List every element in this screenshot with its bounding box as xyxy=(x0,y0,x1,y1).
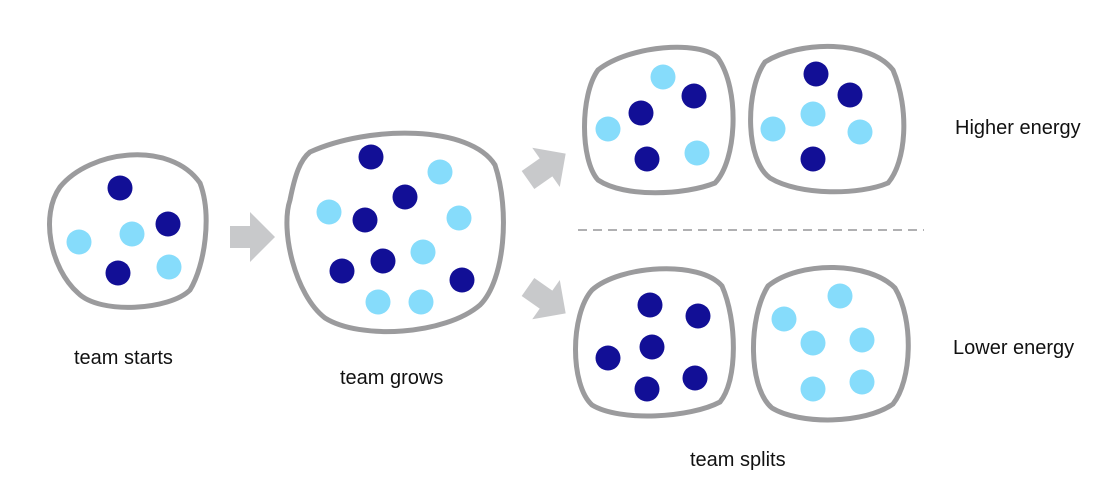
dark-member-dot xyxy=(595,345,621,371)
light-member-dot xyxy=(427,159,453,185)
light-member-dot xyxy=(847,119,873,145)
dark-member-dot xyxy=(392,184,418,210)
dark-member-dot xyxy=(634,146,660,172)
light-member-dot xyxy=(849,369,875,395)
light-member-dot xyxy=(827,283,853,309)
arrows xyxy=(230,147,566,320)
team-outline-starting-team xyxy=(47,152,209,310)
light-member-dot xyxy=(365,289,391,315)
light-member-dot xyxy=(760,116,786,142)
team-outline-split-high-right xyxy=(748,43,907,195)
light-member-dot xyxy=(446,205,472,231)
dark-member-dot xyxy=(449,267,475,293)
dark-member-dot xyxy=(105,260,131,286)
team-outline-split-low-right xyxy=(751,265,911,423)
lower-energy-label: Lower energy xyxy=(953,337,1075,359)
light-member-dot xyxy=(771,306,797,332)
light-member-dot xyxy=(410,239,436,265)
team-outlines xyxy=(47,43,911,423)
light-member-dot xyxy=(849,327,875,353)
dark-member-dot xyxy=(634,376,660,402)
team-outline-split-high-left xyxy=(582,44,736,196)
dark-member-dot xyxy=(370,248,396,274)
dark-member-dot xyxy=(155,211,181,237)
light-member-dot xyxy=(800,101,826,127)
light-member-dot xyxy=(156,254,182,280)
team-starts-label: team starts xyxy=(74,347,173,369)
arrow-split-up xyxy=(521,147,566,190)
dark-member-dot xyxy=(358,144,384,170)
light-member-dot xyxy=(595,116,621,142)
team-outline-grown-team xyxy=(284,130,506,335)
team-outline-split-low-left xyxy=(573,266,736,419)
dark-member-dot xyxy=(329,258,355,284)
dark-member-dot xyxy=(800,146,826,172)
light-member-dot xyxy=(800,376,826,402)
dark-member-dot xyxy=(682,365,708,391)
dark-member-dot xyxy=(107,175,133,201)
arrow-split-down xyxy=(521,277,566,320)
arrow-grow xyxy=(230,212,275,262)
dark-member-dot xyxy=(681,83,707,109)
dark-member-dot xyxy=(639,334,665,360)
dark-member-dot xyxy=(352,207,378,233)
light-member-dot xyxy=(119,221,145,247)
light-member-dot xyxy=(408,289,434,315)
light-member-dot xyxy=(316,199,342,225)
team-splits-label: team splits xyxy=(690,449,786,471)
dark-member-dot xyxy=(803,61,829,87)
light-member-dot xyxy=(66,229,92,255)
dark-member-dot xyxy=(837,82,863,108)
team-grows-label: team grows xyxy=(340,367,444,389)
team-members xyxy=(66,61,875,402)
light-member-dot xyxy=(684,140,710,166)
light-member-dot xyxy=(650,64,676,90)
higher-energy-label: Higher energy xyxy=(955,117,1081,139)
dark-member-dot xyxy=(628,100,654,126)
light-member-dot xyxy=(800,330,826,356)
dark-member-dot xyxy=(637,292,663,318)
dark-member-dot xyxy=(685,303,711,329)
